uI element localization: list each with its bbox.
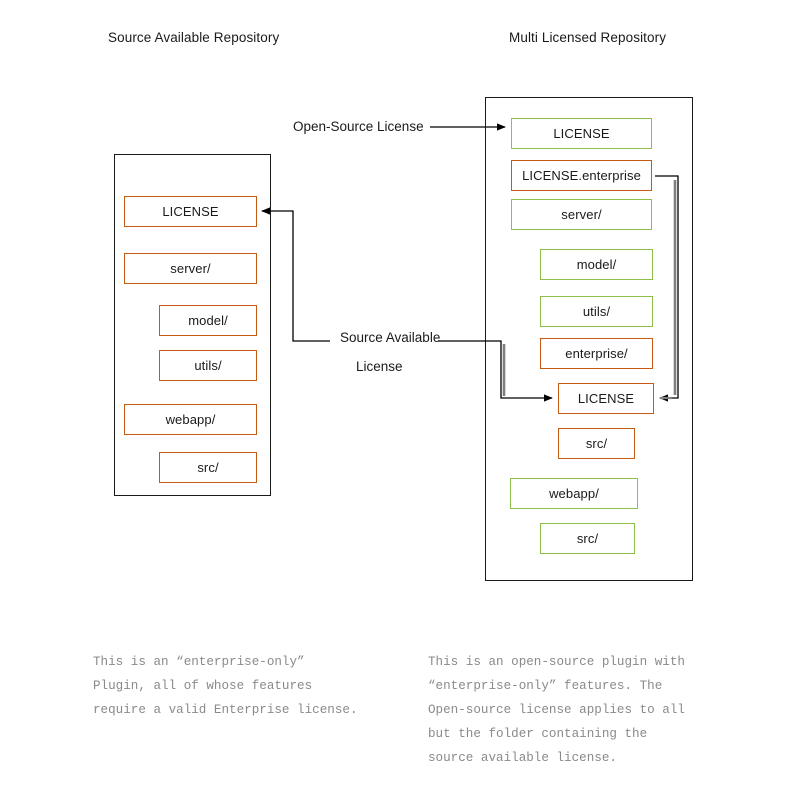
right-node-license-enterprise[interactable]: LICENSE.enterprise — [511, 160, 652, 191]
source-available-license-label-line2: License — [356, 359, 403, 374]
node-label: webapp/ — [549, 486, 599, 501]
right-node-enterprise-src[interactable]: src/ — [558, 428, 635, 459]
node-label: webapp/ — [165, 412, 216, 427]
node-label: utils/ — [582, 304, 611, 319]
right-repository-caption: This is an open-source plugin with “ente… — [428, 655, 685, 765]
source-available-to-left-license-arrow — [261, 207, 330, 342]
node-label: utils/ — [194, 358, 222, 373]
open-source-license-label: Open-Source License — [293, 119, 424, 134]
right-node-enterprise[interactable]: enterprise/ — [540, 338, 653, 369]
node-label: LICENSE.enterprise — [522, 168, 641, 183]
left-repository-caption: This is an “enterprise-only” Plugin, all… — [93, 655, 358, 717]
right-repository-frame — [485, 97, 693, 581]
left-repository-title: Source Available Repository — [108, 30, 280, 45]
left-node-license[interactable]: LICENSE — [124, 196, 257, 227]
right-node-webapp-src[interactable]: src/ — [540, 523, 635, 554]
node-label: LICENSE — [553, 126, 610, 141]
right-node-webapp[interactable]: webapp/ — [510, 478, 638, 509]
right-node-server[interactable]: server/ — [511, 199, 652, 230]
left-node-server[interactable]: server/ — [124, 253, 257, 284]
right-node-utils[interactable]: utils/ — [540, 296, 653, 327]
left-node-webapp[interactable]: webapp/ — [124, 404, 257, 435]
node-label: model/ — [576, 257, 617, 272]
node-label: src/ — [576, 531, 599, 546]
node-label: enterprise/ — [565, 346, 628, 361]
right-node-model[interactable]: model/ — [540, 249, 653, 280]
node-label: LICENSE — [577, 391, 635, 406]
right-node-license[interactable]: LICENSE — [511, 118, 652, 149]
left-node-utils[interactable]: utils/ — [159, 350, 257, 381]
node-label: src/ — [585, 436, 608, 451]
node-label: server/ — [170, 261, 211, 276]
right-node-enterprise-license[interactable]: LICENSE — [558, 383, 654, 414]
left-node-src[interactable]: src/ — [159, 452, 257, 483]
source-available-license-label-line1: Source Available — [340, 330, 441, 345]
node-label: LICENSE — [162, 204, 219, 219]
node-label: src/ — [197, 460, 219, 475]
node-label: server/ — [561, 207, 602, 222]
left-node-model[interactable]: model/ — [159, 305, 257, 336]
right-repository-title: Multi Licensed Repository — [509, 30, 667, 45]
node-label: model/ — [188, 313, 228, 328]
